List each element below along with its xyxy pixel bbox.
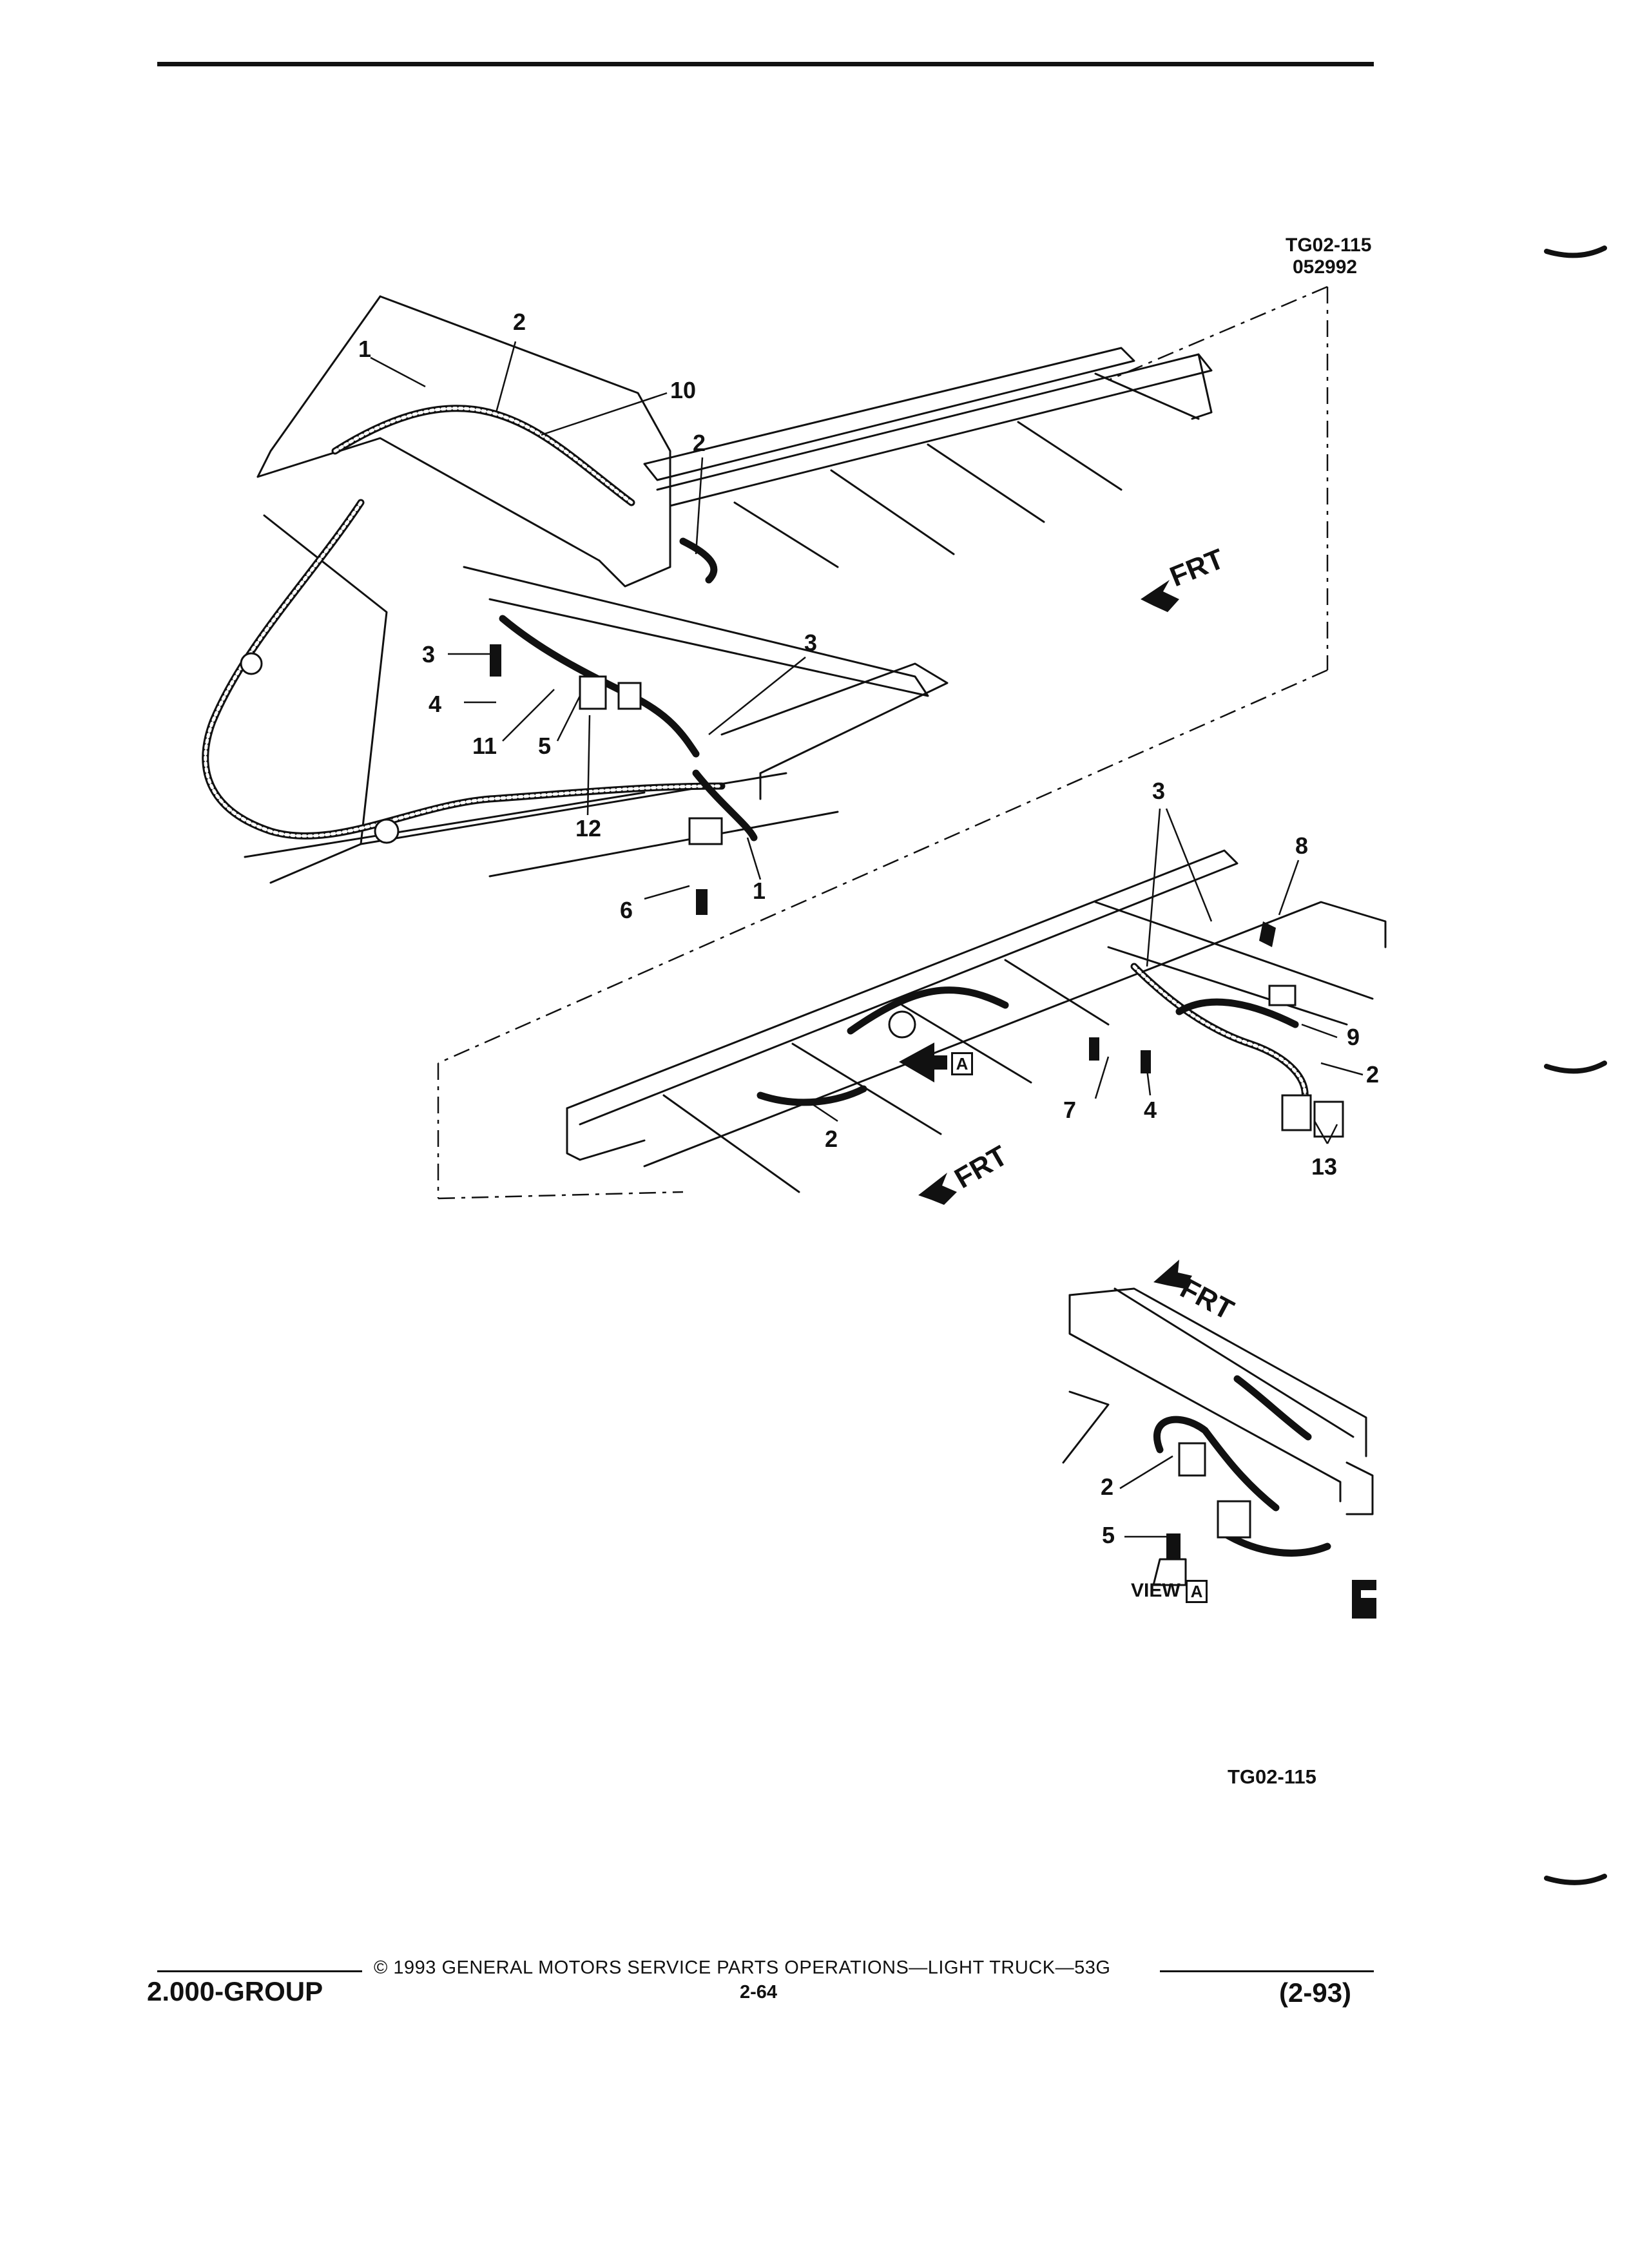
frt-arrow-inset [1153, 1260, 1192, 1289]
callout-upper-1: 1 [358, 336, 372, 362]
view-a-ref-letter: A [951, 1052, 973, 1076]
frt-arrow-upper [1141, 580, 1179, 612]
figure-code-top: TG02-115 [1286, 235, 1372, 256]
callout-upper-10: 10 [670, 377, 697, 403]
callout-upper-4: 4 [429, 691, 442, 717]
view-a-arrow [899, 1043, 947, 1082]
callout-view-2: 2 [1101, 1474, 1114, 1500]
view-a-inset [1062, 1287, 1374, 1586]
footer-rule-left [157, 1970, 362, 1972]
callout-lower-9: 9 [1347, 1024, 1360, 1050]
lower-assembly [566, 849, 1387, 1193]
figure-code-bottom: TG02-115 [1228, 1765, 1316, 1788]
leader-lines [370, 341, 1364, 1538]
footer-page-number: 2-64 [740, 1982, 778, 2003]
view-a-label: VIEW A [1131, 1580, 1208, 1603]
callout-lower-13: 13 [1311, 1153, 1338, 1180]
upper-assembly [202, 295, 1213, 915]
callout-upper-3b: 3 [804, 629, 818, 656]
binding-mark-1 [1544, 245, 1607, 258]
figure-date-code: 052992 [1293, 256, 1358, 278]
callout-upper-2: 2 [513, 309, 526, 335]
callout-lower-3: 3 [1152, 778, 1166, 804]
binding-mark-2 [1544, 1061, 1607, 1074]
detail-panel-outline [437, 285, 1329, 1200]
callout-lower-8: 8 [1295, 832, 1309, 859]
view-a-ref-box: A [951, 1052, 973, 1076]
callout-upper-6: 6 [620, 897, 633, 923]
frt-arrow-lower [918, 1173, 957, 1205]
view-a-label-letter: A [1186, 1580, 1208, 1603]
corner-symbol [1352, 1580, 1376, 1619]
callout-lower-2b: 2 [825, 1126, 838, 1152]
callout-upper-12: 12 [575, 815, 602, 841]
callout-lower-4: 4 [1144, 1097, 1157, 1123]
header-rule [157, 62, 1374, 66]
binding-mark-3 [1544, 1874, 1607, 1885]
callout-upper-5: 5 [538, 733, 552, 759]
view-a-label-text: VIEW [1131, 1579, 1181, 1601]
callout-lower-2: 2 [1366, 1061, 1380, 1088]
callout-view-5: 5 [1102, 1522, 1115, 1548]
footer-revision: (2-93) [1279, 1977, 1352, 2008]
callout-upper-1b: 1 [753, 878, 766, 904]
callout-lower-7: 7 [1063, 1097, 1077, 1123]
callout-upper-3: 3 [422, 641, 436, 668]
callout-upper-2b: 2 [693, 430, 706, 456]
footer-copyright: © 1993 GENERAL MOTORS SERVICE PARTS OPER… [374, 1957, 1111, 1978]
footer-rule-right [1160, 1970, 1374, 1972]
footer-group: 2.000-GROUP [147, 1976, 323, 2006]
callout-upper-11: 11 [472, 733, 497, 759]
